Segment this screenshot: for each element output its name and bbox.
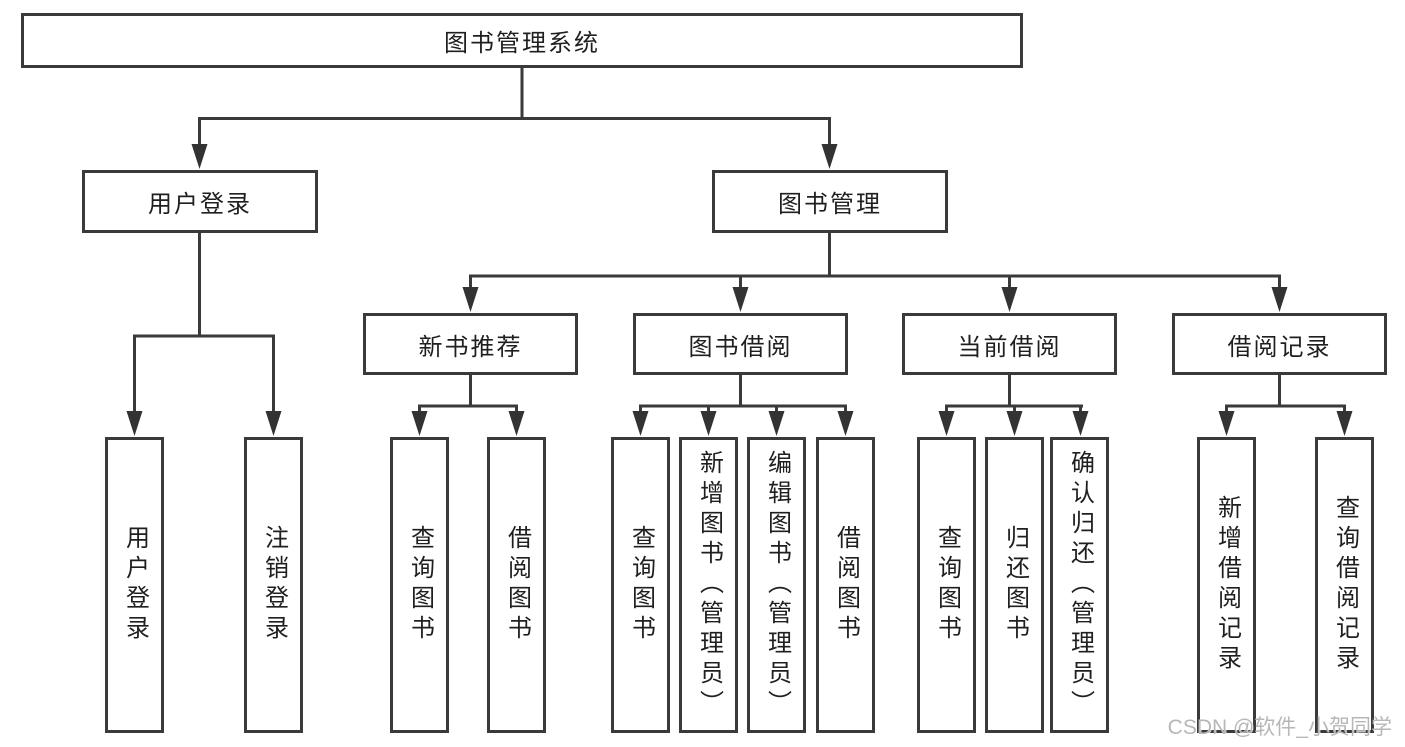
node-user-login: 用户登录	[82, 170, 318, 233]
node-label: 借阅记录	[1227, 333, 1332, 361]
leaf-label: 查询图书	[933, 525, 961, 645]
leaf-recommend-query-books: 查询图书	[390, 437, 449, 733]
node-label: 图书管理系统	[444, 30, 600, 57]
leaf-borrow-query-books: 查询图书	[611, 437, 670, 733]
leaf-borrow-add-books-admin: 新增图书（管理员）	[679, 437, 738, 733]
leaf-recommend-borrow-books: 借阅图书	[487, 437, 546, 733]
leaf-label: 借阅图书	[503, 525, 531, 645]
leaf-borrow-borrow-books: 借阅图书	[816, 437, 875, 733]
leaf-label: 归还图书	[1001, 525, 1029, 645]
leaf-current-query-books: 查询图书	[917, 437, 976, 733]
leaf-current-confirm-return-admin: 确认归还（管理员）	[1050, 437, 1109, 733]
node-book-management: 图书管理	[712, 170, 948, 233]
leaf-label: 查询图书	[627, 525, 655, 645]
leaf-label: 查询借阅记录	[1331, 495, 1359, 675]
node-label: 新书推荐	[418, 333, 523, 361]
node-library-management-system: 图书管理系统	[21, 13, 1023, 68]
leaf-label: 新增图书（管理员）	[695, 450, 723, 720]
leaf-records-query-record: 查询借阅记录	[1315, 437, 1374, 733]
leaf-records-add-record: 新增借阅记录	[1197, 437, 1256, 733]
node-current-borrow: 当前借阅	[902, 313, 1117, 375]
leaf-label: 借阅图书	[832, 525, 860, 645]
leaf-label: 注销登录	[260, 525, 288, 645]
leaf-label: 用户登录	[121, 525, 149, 645]
node-new-book-recommend: 新书推荐	[363, 313, 578, 375]
node-book-borrow: 图书借阅	[633, 313, 848, 375]
leaf-logout: 注销登录	[244, 437, 303, 733]
csdn-watermark: CSDN @软件_小贺同学	[1167, 716, 1392, 739]
leaf-label: 新增借阅记录	[1213, 495, 1241, 675]
node-borrow-records: 借阅记录	[1172, 313, 1387, 375]
leaf-borrow-edit-books-admin: 编辑图书（管理员）	[747, 437, 806, 733]
node-label: 用户登录	[148, 191, 252, 218]
node-label: 图书借阅	[688, 333, 793, 361]
leaf-label: 确认归还（管理员）	[1066, 450, 1094, 720]
leaf-label: 编辑图书（管理员）	[763, 450, 791, 720]
leaf-user-login: 用户登录	[105, 437, 164, 733]
leaf-label: 查询图书	[406, 525, 434, 645]
node-label: 图书管理	[778, 191, 882, 218]
node-label: 当前借阅	[957, 333, 1062, 361]
leaf-current-return-books: 归还图书	[985, 437, 1044, 733]
